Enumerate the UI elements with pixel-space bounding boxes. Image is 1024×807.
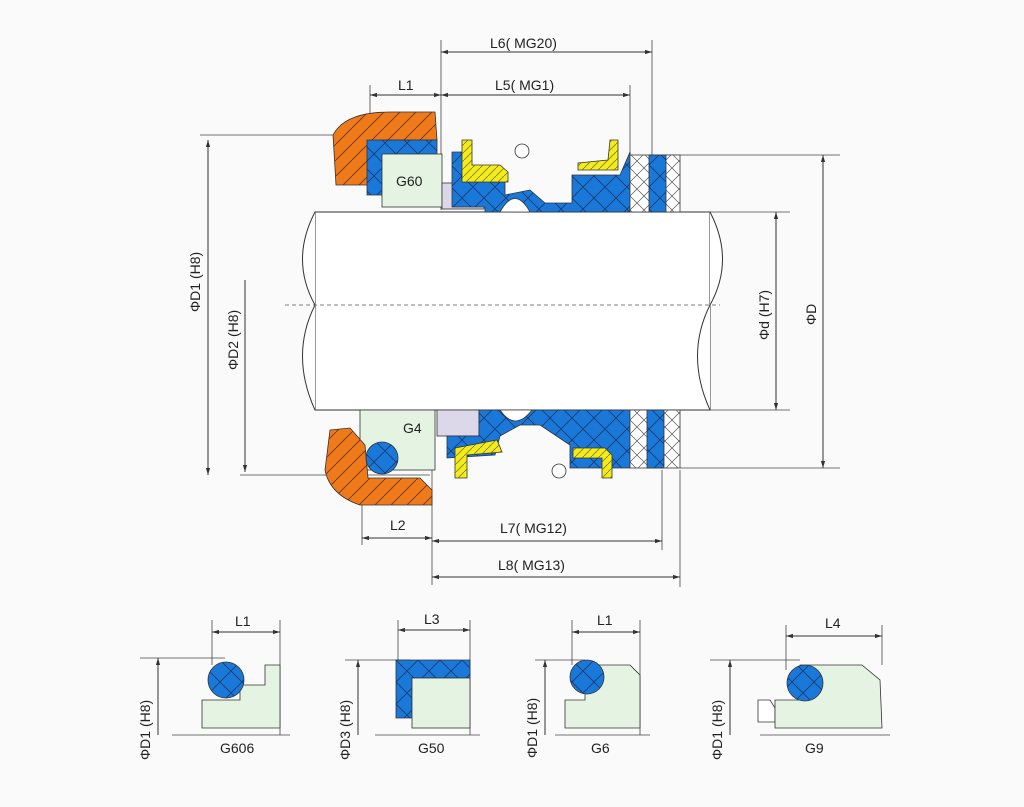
variant-g9: L4 ΦD1 (H8) G9 — [709, 615, 890, 760]
dim-d-shaft: Φd (H7) — [756, 290, 772, 340]
variant-name: G6 — [591, 740, 610, 756]
dim-d-outer: ΦD — [803, 304, 819, 325]
variant-length-label: L1 — [597, 612, 613, 628]
dim-l7: L7( MG12) — [500, 520, 567, 536]
dim-l8: L8( MG13) — [498, 557, 565, 573]
dim-d1: ΦD1 (H8) — [187, 252, 203, 312]
variant-diameter-label: ΦD1 (H8) — [137, 700, 153, 760]
variant-g50: L3 ΦD3 (H8) G50 — [337, 611, 480, 760]
variant-diameter-label: ΦD3 (H8) — [337, 700, 353, 760]
dim-d2: ΦD2 (H8) — [225, 310, 241, 370]
dim-l2: L2 — [390, 517, 406, 533]
variant-name: G9 — [805, 740, 824, 756]
dimension-labels: L6( MG20) L1 L5( MG1) ΦD1 (H8) ΦD2 (H8) … — [187, 35, 819, 573]
variant-length-label: L1 — [235, 613, 251, 629]
seat-label-g4: G4 — [403, 420, 422, 436]
variant-g6: L1 ΦD1 (H8) G6 — [524, 612, 650, 758]
seal-bottom-half: G4 — [324, 409, 681, 506]
dim-l5: L5( MG1) — [495, 77, 554, 93]
shaft — [285, 211, 723, 411]
variant-diameter-label: ΦD1 (H8) — [709, 700, 725, 760]
variant-g606: L1 ΦD1 (H8) G606 — [137, 613, 290, 760]
seat-label-g60: G60 — [396, 173, 423, 189]
variant-name: G606 — [220, 740, 254, 756]
variant-length-label: L4 — [825, 615, 841, 631]
dim-l1: L1 — [398, 77, 414, 93]
variant-name: G50 — [418, 740, 445, 756]
seal-top-half: G60 — [332, 111, 681, 213]
dimension-lines — [205, 49, 826, 580]
dim-l6: L6( MG20) — [490, 35, 557, 51]
variant-diameter-label: ΦD1 (H8) — [524, 698, 540, 758]
variant-length-label: L3 — [424, 611, 440, 627]
